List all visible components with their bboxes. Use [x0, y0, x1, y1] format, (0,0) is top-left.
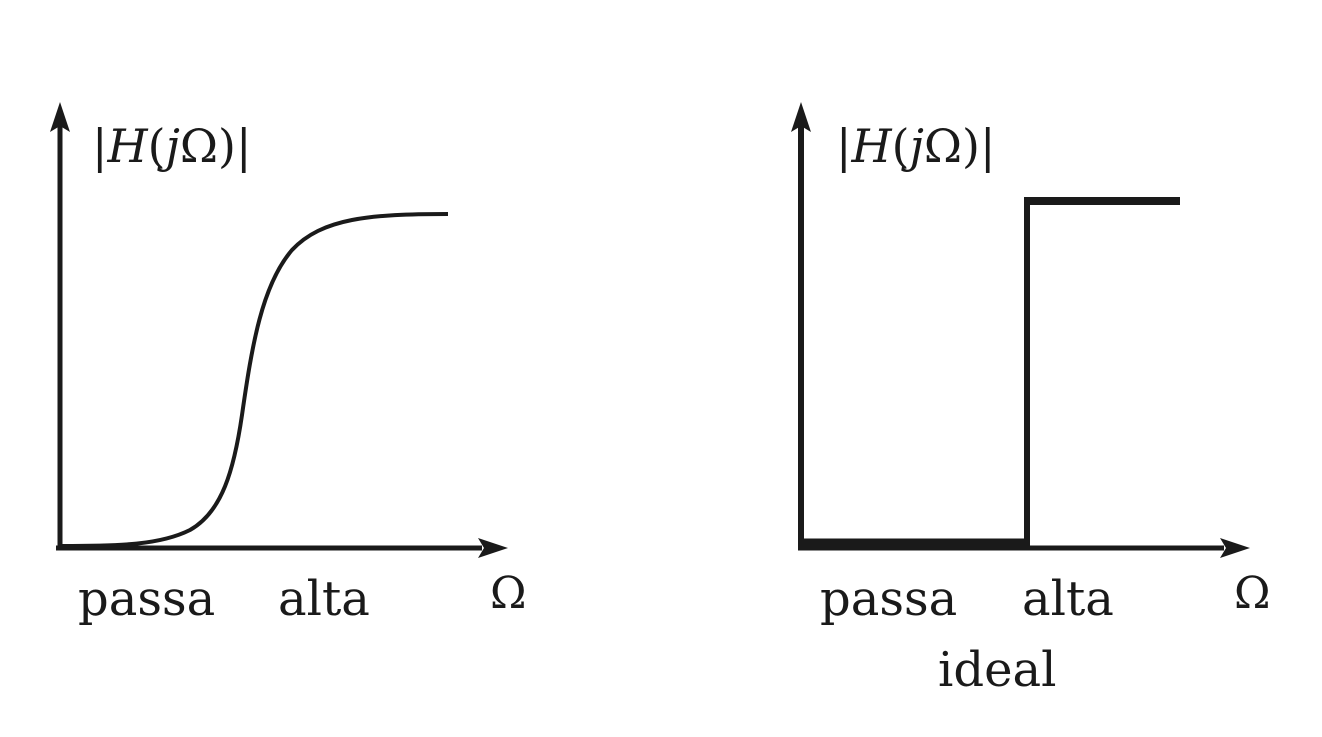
left-y-axis-arrowhead: [50, 102, 70, 132]
left-x-axis-arrowhead: [478, 538, 508, 558]
right-panel: |H(jΩ)| Ω passa alta ideal: [791, 102, 1270, 698]
left-panel: |H(jΩ)| Ω passa alta: [50, 102, 526, 627]
left-caption-alta: alta: [278, 571, 370, 627]
left-response-curve: [61, 212, 449, 548]
right-caption-alta: alta: [1022, 571, 1114, 627]
right-caption-ideal: ideal: [938, 642, 1056, 698]
left-y-axis-title: |H(jΩ)|: [92, 119, 251, 173]
left-caption-passa: passa: [78, 571, 215, 627]
right-x-axis-arrowhead: [1220, 538, 1250, 558]
left-x-axis-label: Ω: [490, 568, 526, 619]
right-y-axis-title: |H(jΩ)|: [836, 119, 995, 173]
right-caption-passa: passa: [820, 571, 957, 627]
right-y-axis-arrowhead: [791, 102, 811, 132]
right-x-axis-label: Ω: [1234, 568, 1270, 619]
